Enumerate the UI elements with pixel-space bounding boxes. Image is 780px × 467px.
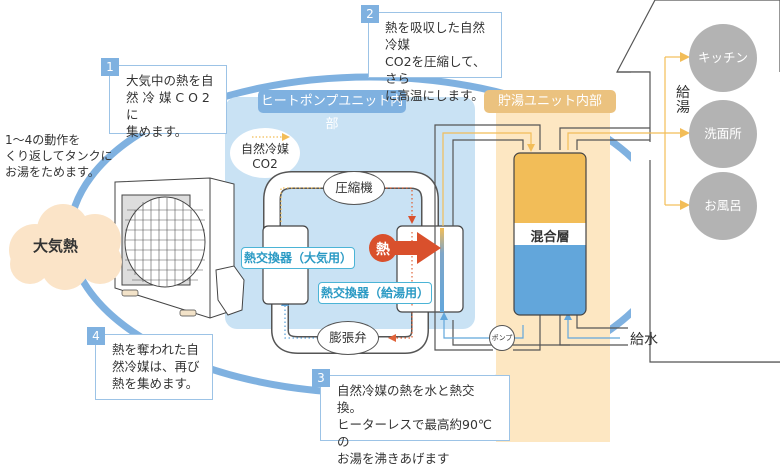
callout-step-2: 熱を吸収した自然冷媒 CO2を圧縮して、さら に高温にします。 [368, 12, 502, 103]
dotted-arrow-icon [252, 133, 290, 141]
heat-pump-section-tag: ヒートポンプユニット内部 [258, 90, 406, 132]
mixing-layer-label: 混合層 [530, 230, 570, 245]
cycle-note: 1〜4の動作を くり返してタンクに お湯をためます。 [5, 133, 113, 179]
pump: ポンプ [489, 325, 515, 351]
outlet-bath: お風呂 [689, 172, 757, 240]
callout-step-3: 自然冷媒の熱を水と熱交換。 ヒーターレスで最高約90℃の お湯を沸きあげます [320, 375, 510, 466]
air-heat-label: 大気熱 [33, 237, 79, 255]
tank-hot-layer [514, 153, 586, 223]
heat-exchanger-air-label: 熱交換器（大気用） [241, 247, 355, 269]
storage-section-tag: 貯湯ユニット内部 [484, 90, 616, 113]
air-heat-cloud-icon [9, 204, 122, 290]
outlet-kitchen: キッチン [689, 24, 757, 92]
heat-exchanger-water-label: 熱交換器（給湯用） [318, 282, 432, 304]
step-number-1: 1 [101, 58, 119, 76]
water-supply-label: 給水 [630, 332, 658, 348]
hot-water-supply-label: 給湯 [676, 85, 690, 116]
heat-badge: 熱 [376, 242, 390, 258]
heat-arrow-icon [369, 232, 441, 264]
compressor: 圧縮機 [323, 171, 385, 205]
step-number-3: 3 [312, 369, 330, 387]
refrigerant-legend: 自然冷媒 CO2 [230, 128, 300, 178]
tank [513, 152, 587, 316]
outdoor-unit-icon [114, 177, 245, 319]
callout-step-1: 大気中の熱を自 然 冷 媒 C O 2に 集めます。 [109, 65, 227, 139]
diagram: 大気熱 1〜4の動作を くり返してタンクに お湯をためます。 ヒートポンプユニッ… [5, 0, 780, 466]
expansion-valve: 膨張弁 [317, 321, 379, 355]
step-number-4: 4 [87, 327, 105, 345]
outlet-washroom: 洗面所 [689, 100, 757, 168]
callout-step-4: 熱を奪われた自 然冷媒は、再び 熱を集めます。 [95, 334, 213, 400]
step-number-2: 2 [361, 5, 379, 23]
tank-cold-layer [514, 245, 586, 315]
